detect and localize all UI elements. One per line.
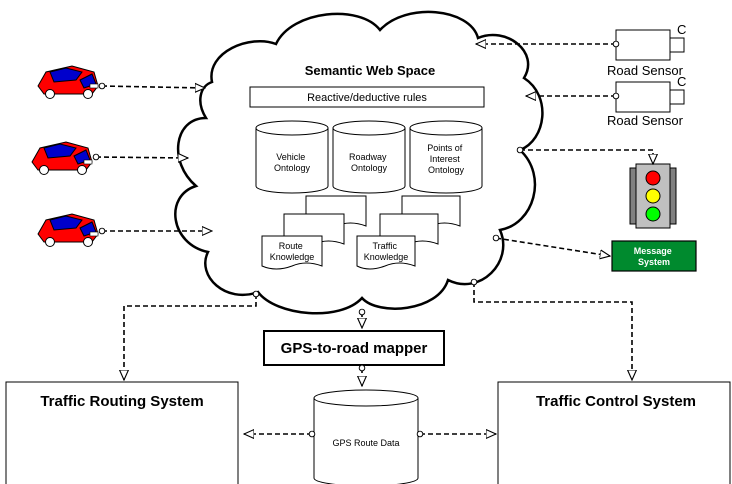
traffic-light-green bbox=[645, 206, 661, 222]
poi-ontology-line-1: Points of bbox=[427, 143, 463, 153]
vehicle-ontology-line-1: Vehicle bbox=[276, 152, 305, 162]
gps-route-data-cylinder bbox=[313, 389, 419, 484]
svg-text:Points of Interest: Points of Interest Ontology bbox=[427, 143, 465, 175]
poi-ontology-line-3: Ontology bbox=[428, 165, 465, 175]
road-sensor-2-tag: C bbox=[677, 74, 686, 89]
cloud-to-control-connector bbox=[474, 282, 632, 380]
svg-text:Roadway Ontology: Roadway Ontology bbox=[349, 152, 389, 173]
cloud-to-routing-connector bbox=[124, 294, 256, 380]
traffic-knowledge-docs: Traffic Knowledge bbox=[356, 195, 461, 270]
traffic-control-system-label: Traffic Control System bbox=[536, 393, 696, 410]
road-sensor-1: C Road Sensor bbox=[607, 22, 686, 78]
gps-mapper-label: GPS-to-road mapper bbox=[281, 340, 428, 357]
poi-ontology-line-2: Interest bbox=[430, 154, 461, 164]
road-sensor-2: C Road Sensor bbox=[607, 74, 686, 128]
vehicle-2-connector bbox=[96, 157, 188, 158]
traffic-control-system-box bbox=[497, 381, 731, 484]
road-sensor-2-label: Road Sensor bbox=[607, 113, 684, 128]
road-sensor-1-label: Road Sensor bbox=[607, 63, 684, 78]
vehicle-3-icon bbox=[37, 213, 99, 247]
vehicle-ontology-line-2: Ontology bbox=[274, 163, 311, 173]
svg-text:Route Knowledge: Route Knowledge bbox=[270, 241, 315, 262]
traffic-knowledge-line-1: Traffic bbox=[372, 241, 397, 251]
roadway-ontology-line-1: Roadway bbox=[349, 152, 387, 162]
roadway-ontology-cylinder: Roadway Ontology bbox=[332, 120, 406, 194]
rules-label: Reactive/deductive rules bbox=[307, 92, 427, 104]
vehicle-2-icon bbox=[31, 141, 93, 175]
poi-ontology-cylinder: Points of Interest Ontology bbox=[409, 120, 483, 194]
traffic-routing-system-label: Traffic Routing System bbox=[40, 393, 203, 410]
traffic-light-red bbox=[645, 170, 661, 186]
vehicle-1-connector bbox=[102, 86, 205, 88]
message-system-line-1: Message bbox=[634, 246, 672, 256]
message-system-connector bbox=[496, 238, 610, 256]
message-system-line-2: System bbox=[638, 257, 670, 267]
traffic-routing-system-box bbox=[5, 381, 239, 484]
message-system-box bbox=[611, 240, 697, 272]
traffic-knowledge-line-2: Knowledge bbox=[364, 252, 409, 262]
traffic-light-connector bbox=[520, 150, 653, 164]
route-knowledge-line-1: Route bbox=[279, 241, 303, 251]
road-sensor-1-tag: C bbox=[677, 22, 686, 37]
route-knowledge-docs: Route Knowledge bbox=[261, 195, 367, 270]
vehicle-ontology-cylinder: Vehicle Ontology bbox=[255, 120, 329, 194]
svg-text:Message System: Message System bbox=[634, 246, 675, 267]
route-knowledge-line-2: Knowledge bbox=[270, 252, 315, 262]
gps-mapper-box bbox=[263, 330, 445, 366]
gps-route-data-label: GPS Route Data bbox=[332, 438, 399, 448]
traffic-light-yellow bbox=[645, 188, 661, 204]
traffic-light-icon bbox=[629, 163, 677, 229]
vehicle-1-icon bbox=[37, 65, 99, 99]
rules-box bbox=[249, 86, 485, 108]
svg-text:Vehicle Ontology: Vehicle Ontology bbox=[274, 152, 311, 173]
roadway-ontology-line-2: Ontology bbox=[351, 163, 388, 173]
svg-text:Traffic Knowledge: Traffic Knowledge bbox=[364, 241, 409, 262]
cloud-title: Semantic Web Space bbox=[305, 63, 436, 78]
